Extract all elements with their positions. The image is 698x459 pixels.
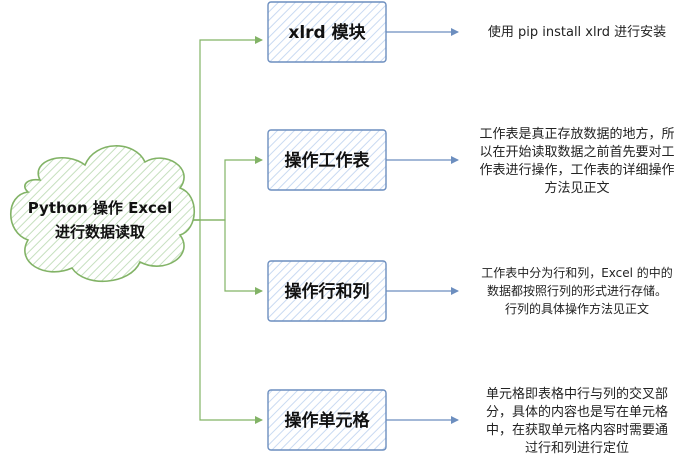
branch-label-cell: 操作单元格: [285, 410, 371, 431]
root-node: Python 操作 Excel 进行数据读取: [9, 145, 195, 282]
desc-cell-line-1: 单元格即表格中行与列的交叉部: [486, 386, 668, 402]
connector-to-rowcol: [178, 219, 263, 295]
desc-cell-line-4: 过行和列进行定位: [525, 441, 629, 456]
desc-cell-line-3: 中，在获取单元格内容时需要通: [486, 422, 668, 438]
branch-label-worksheet: 操作工作表: [285, 150, 371, 171]
desc-cell-line-2: 分，具体的内容也是写在单元格: [486, 404, 668, 420]
desc-rowcol-line-2: 数据都按照行列的形式进行存储。: [487, 283, 667, 298]
root-cloud: [9, 145, 195, 282]
branch-xlrd-module: xlrd 模块 使用 pip install xlrd 进行安装: [267, 1, 666, 63]
branch-rows-columns: 操作行和列 工作表中分为行和列，Excel 的中的 数据都按照行列的形式进行存储…: [267, 260, 673, 322]
branch-label-rowcol: 操作行和列: [285, 281, 370, 302]
desc-xlrd-line-1: 使用 pip install xlrd 进行安装: [488, 24, 666, 40]
root-title-line-2: 进行数据读取: [55, 223, 146, 241]
branch-worksheet: 操作工作表 工作表是真正存放数据的地方，所 以在开始读取数据之前首先要对工 作表…: [267, 126, 675, 196]
branch-cell: 操作单元格 单元格即表格中行与列的交叉部 分，具体的内容也是写在单元格 中，在获…: [267, 386, 668, 456]
desc-worksheet-line-4: 方法见正文: [544, 180, 609, 196]
desc-worksheet-line-3: 作表进行操作，工作表的详细操作: [479, 162, 674, 178]
connector-to-xlrd: [178, 36, 263, 221]
root-connectors: [178, 36, 263, 424]
branch-label-xlrd: xlrd 模块: [288, 22, 366, 43]
root-title-line-1: Python 操作 Excel: [28, 199, 172, 217]
desc-rowcol-line-1: 工作表中分为行和列，Excel 的中的: [481, 265, 673, 280]
connector-to-cell: [178, 219, 263, 424]
desc-rowcol-line-3: 行列的具体操作方法见正文: [505, 301, 649, 316]
desc-worksheet-line-1: 工作表是真正存放数据的地方，所: [479, 126, 674, 142]
desc-worksheet-line-2: 以在开始读取数据之前首先要对工: [479, 144, 674, 160]
